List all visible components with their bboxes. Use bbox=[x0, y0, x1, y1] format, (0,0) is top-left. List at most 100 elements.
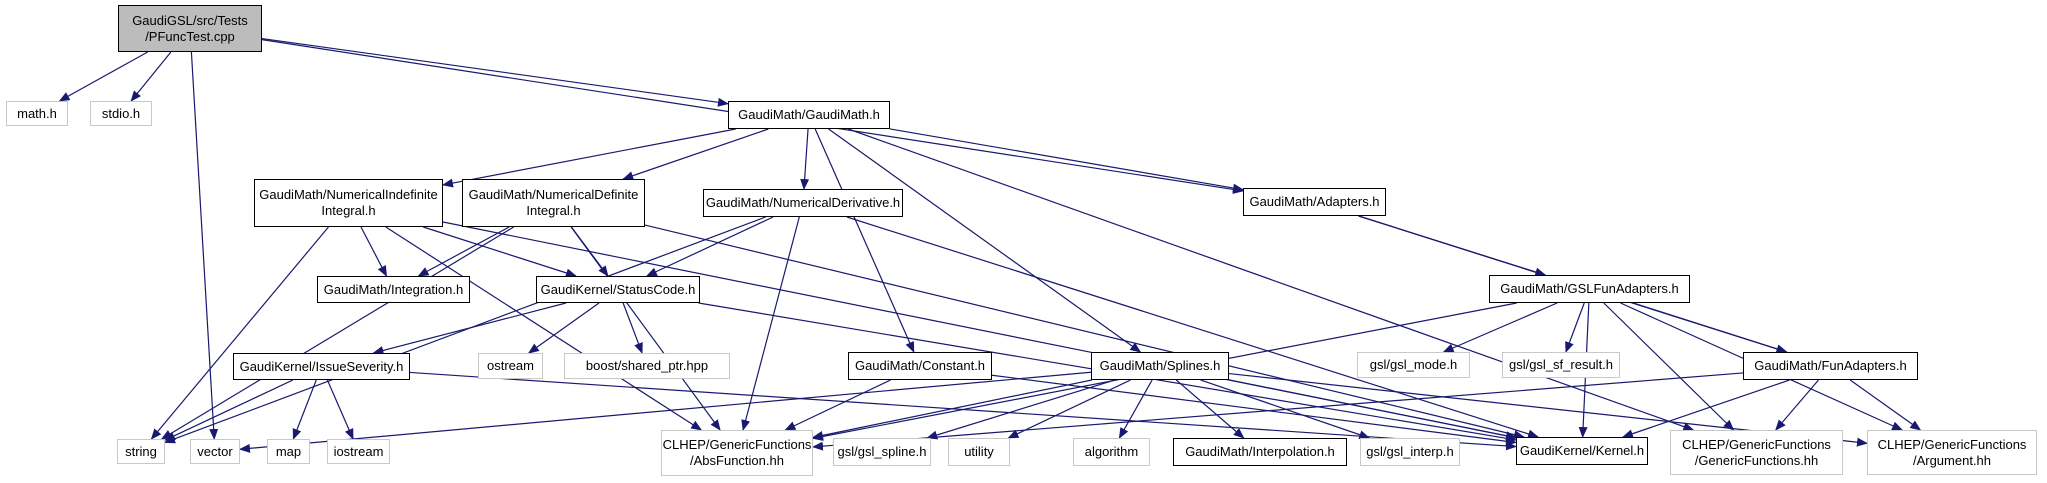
node-statuscode[interactable]: GaudiKernel/StatusCode.h bbox=[536, 276, 700, 303]
node-label: CLHEP/GenericFunctions bbox=[1877, 436, 2027, 452]
edge-numindef-to-statuscode bbox=[423, 226, 577, 278]
node-label: /PFuncTest.cpp bbox=[145, 28, 235, 44]
node-absfunction: CLHEP/GenericFunctions/AbsFunction.hh bbox=[661, 430, 813, 476]
node-adapters[interactable]: GaudiMath/Adapters.h bbox=[1243, 188, 1386, 216]
edge-numderiv-to-statuscode bbox=[645, 216, 774, 277]
node-label: GaudiMath/Constant.h bbox=[854, 358, 986, 374]
node-gaudimath[interactable]: GaudiMath/GaudiMath.h bbox=[728, 101, 890, 129]
edge-constant-to-absfunction bbox=[784, 379, 891, 431]
edge-splines-to-algorithm bbox=[1118, 379, 1153, 439]
node-label: string bbox=[125, 443, 157, 459]
edge-gaudimath-to-numindef bbox=[442, 128, 736, 188]
node-label: GaudiMath/NumericalDefinite bbox=[468, 187, 639, 203]
node-argument: CLHEP/GenericFunctions/Argument.hh bbox=[1867, 430, 2037, 475]
node-label: map bbox=[275, 443, 302, 459]
node-constant[interactable]: GaudiMath/Constant.h bbox=[848, 352, 992, 380]
edge-splines-to-utility bbox=[1007, 379, 1131, 439]
edge-splines-to-kernel bbox=[1228, 379, 1517, 441]
edge-funadapters-to-absfunction bbox=[812, 372, 1744, 451]
node-gslmode: gsl/gsl_mode.h bbox=[1357, 352, 1470, 378]
node-integration[interactable]: GaudiMath/Integration.h bbox=[317, 276, 470, 303]
node-label: GaudiMath/Integration.h bbox=[323, 281, 464, 297]
edge-numindef-to-string bbox=[150, 226, 329, 440]
edge-funadapters-to-kernel bbox=[1621, 379, 1790, 439]
node-label: GaudiKernel/Kernel.h bbox=[1519, 443, 1645, 459]
edge-pfunctest-to-gaudimath bbox=[261, 37, 729, 107]
edge-numdef-to-kernel bbox=[644, 224, 1525, 440]
edge-gslfun-to-genericfunctions bbox=[1603, 302, 1735, 431]
node-splines[interactable]: GaudiMath/Splines.h bbox=[1091, 352, 1229, 380]
node-label: gsl/gsl_interp.h bbox=[1366, 444, 1454, 460]
node-kernel[interactable]: GaudiKernel/Kernel.h bbox=[1516, 437, 1648, 465]
node-string: string bbox=[117, 439, 165, 464]
node-label: GaudiMath/FunAdapters.h bbox=[1754, 358, 1907, 374]
edge-pfunctest-to-stdio_h bbox=[130, 51, 172, 102]
edge-constant-to-kernel bbox=[991, 374, 1517, 446]
node-label: ostream bbox=[487, 358, 534, 374]
node-funadapters[interactable]: GaudiMath/FunAdapters.h bbox=[1743, 352, 1918, 380]
node-label: vector bbox=[197, 443, 233, 459]
node-label: boost/shared_ptr.hpp bbox=[585, 358, 709, 374]
node-gslspline: gsl/gsl_spline.h bbox=[833, 438, 931, 466]
edge-gaudimath-to-constant bbox=[814, 128, 915, 353]
node-label: GaudiMath/NumericalDerivative.h bbox=[705, 195, 901, 211]
node-label: /GenericFunctions.hh bbox=[1694, 452, 1819, 468]
node-label: CLHEP/GenericFunctions bbox=[1682, 436, 1831, 452]
node-utility: utility bbox=[948, 438, 1010, 466]
edge-numderiv-to-kernel bbox=[846, 216, 1539, 439]
node-label: GaudiKernel/IssueSeverity.h bbox=[239, 358, 404, 374]
node-gslfun[interactable]: GaudiMath/GSLFunAdapters.h bbox=[1489, 275, 1690, 303]
edge-statuscode-to-boost bbox=[622, 302, 643, 354]
node-boost: boost/shared_ptr.hpp bbox=[564, 353, 730, 379]
node-label: stdio.h bbox=[101, 105, 141, 121]
node-pfunctest: GaudiGSL/src/Tests/PFuncTest.cpp bbox=[118, 5, 262, 52]
edge-pfunctest-to-vector bbox=[190, 51, 219, 440]
edge-gaudimath-to-adapters bbox=[889, 128, 1244, 193]
edge-issueseverity-to-map bbox=[292, 379, 317, 440]
node-issueseverity[interactable]: GaudiKernel/IssueSeverity.h bbox=[233, 353, 410, 380]
node-stdio_h: stdio.h bbox=[90, 101, 152, 126]
node-label: GaudiKernel/StatusCode.h bbox=[540, 281, 696, 297]
node-map: map bbox=[267, 439, 310, 464]
node-label: iostream bbox=[333, 443, 384, 459]
node-numderiv[interactable]: GaudiMath/NumericalDerivative.h bbox=[703, 189, 903, 217]
edge-issueseverity-to-iostream bbox=[326, 379, 354, 440]
node-label: gsl/gsl_mode.h bbox=[1369, 357, 1458, 373]
node-iostream: iostream bbox=[327, 439, 390, 464]
edge-gslfun-to-funadapters bbox=[1633, 302, 1788, 354]
edge-numdef-to-absfunction bbox=[570, 226, 721, 431]
edge-gaudimath-to-numdef bbox=[622, 128, 769, 180]
node-genericfunctions: CLHEP/GenericFunctions/GenericFunctions.… bbox=[1670, 430, 1843, 475]
node-label: gsl/gsl_spline.h bbox=[837, 444, 927, 460]
edge-numderiv-to-absfunction bbox=[741, 216, 800, 431]
node-gslsfresult: gsl/gsl_sf_result.h bbox=[1502, 352, 1620, 378]
node-math_h: math.h bbox=[6, 101, 68, 126]
edge-pfunctest-to-math_h bbox=[58, 51, 148, 102]
node-algorithm: algorithm bbox=[1073, 438, 1150, 466]
node-label: GaudiGSL/src/Tests bbox=[132, 12, 248, 28]
edge-numindef-to-integration bbox=[360, 226, 388, 277]
edge-statuscode-to-issueseverity bbox=[372, 302, 567, 355]
node-vector: vector bbox=[190, 439, 240, 464]
node-gslinterp: gsl/gsl_interp.h bbox=[1360, 438, 1460, 466]
edge-gslfun-to-gslmode bbox=[1442, 302, 1558, 353]
node-label: GaudiMath/GaudiMath.h bbox=[738, 107, 880, 123]
edge-statuscode-to-ostream bbox=[527, 302, 600, 354]
edge-funadapters-to-argument bbox=[1849, 379, 1922, 431]
node-label: /AbsFunction.hh bbox=[690, 453, 784, 468]
node-interpolation[interactable]: GaudiMath/Interpolation.h bbox=[1173, 438, 1347, 466]
edge-gaudimath-to-genericfunctions bbox=[848, 128, 1695, 431]
edge-gaudimath-to-splines bbox=[828, 128, 1142, 353]
edge-funadapters-to-genericfunctions bbox=[1775, 379, 1819, 431]
edge-splines-to-absfunction bbox=[812, 379, 1093, 440]
edge-splines-to-vector bbox=[239, 371, 1092, 453]
node-label: GaudiMath/GSLFunAdapters.h bbox=[1500, 281, 1679, 297]
edge-issueseverity-to-string bbox=[164, 379, 294, 441]
node-ostream: ostream bbox=[478, 353, 543, 379]
node-label: utility bbox=[964, 444, 994, 460]
node-label: CLHEP/GenericFunctions bbox=[662, 437, 812, 453]
